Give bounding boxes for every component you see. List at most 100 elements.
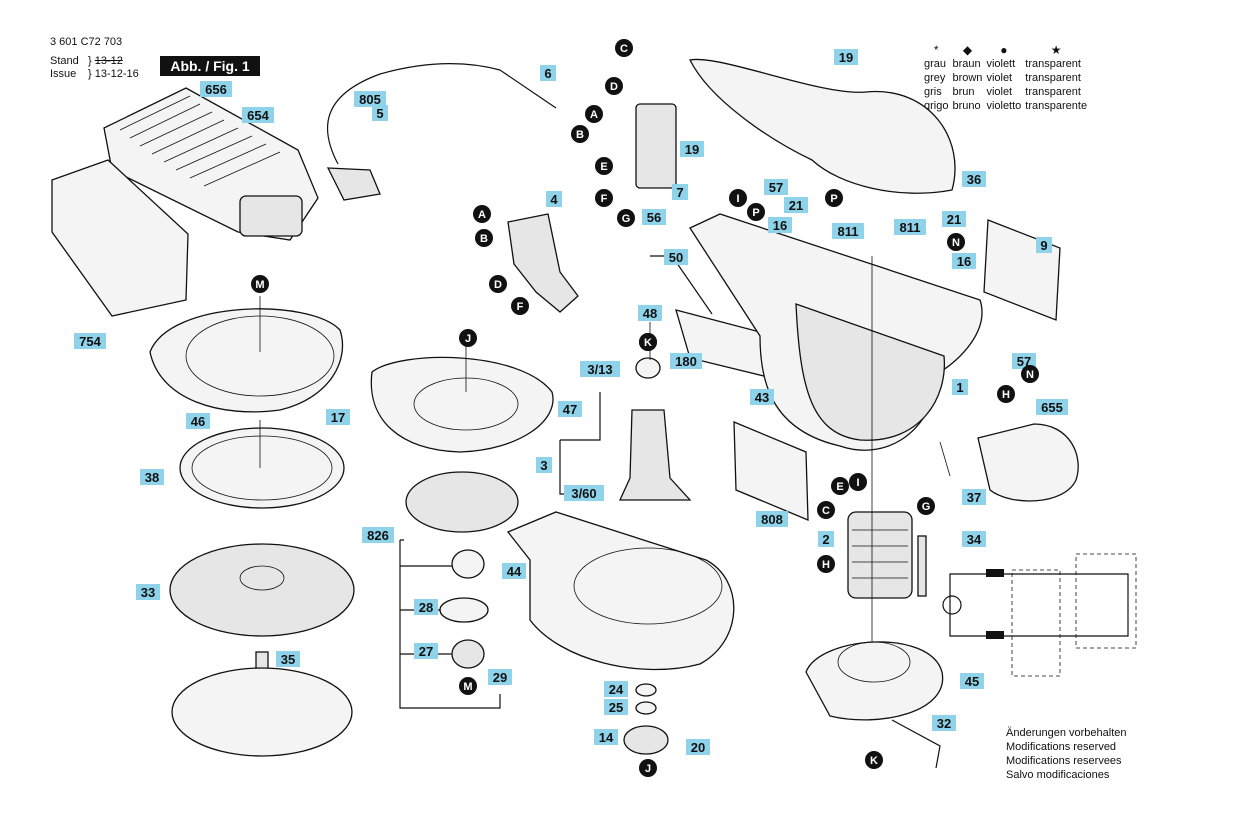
part-number: 43 [755, 390, 769, 405]
tag-background [414, 643, 438, 659]
tag-background [680, 141, 704, 157]
marker-circle [831, 477, 849, 495]
schematic-box [1075, 553, 1137, 649]
tag-background [834, 49, 858, 65]
dust-box-grid [119, 95, 281, 187]
capacitor-drawing [635, 103, 677, 189]
marker-circle [865, 751, 883, 769]
part-number-tag: 14 [594, 729, 618, 745]
marker-circle [1021, 365, 1039, 383]
note-line: Modifications reservees [1006, 755, 1122, 767]
part-number-tag: 47 [558, 401, 582, 417]
shroud-drawing [370, 356, 554, 453]
part-number-tag: 28 [414, 599, 438, 615]
sanding-sheet-drawing [171, 667, 353, 757]
tag-background [200, 81, 232, 97]
note-line: Modifications reserved [1006, 741, 1117, 753]
marker-circle [947, 233, 965, 251]
legend-cell: violet [986, 86, 1013, 98]
tag-background [768, 217, 792, 233]
marker-letter: P [830, 193, 837, 205]
washer-drawing [635, 701, 657, 715]
tag-background [894, 219, 926, 235]
bearing-drawing [451, 549, 485, 579]
marker-letter: J [645, 763, 651, 775]
part-number: 16 [773, 218, 787, 233]
legend-cell: grey [924, 72, 946, 84]
part-number-tag: 3/60 [564, 485, 604, 501]
marker-letter: A [590, 109, 598, 121]
bearing-drawing [623, 725, 669, 755]
lower-housing-ring [573, 547, 723, 625]
tag-background [326, 409, 350, 425]
tag-background [186, 413, 210, 429]
marker-letter: B [480, 233, 488, 245]
part-number: 9 [1040, 238, 1047, 253]
part-number-tag: 56 [642, 209, 666, 225]
legend-cell: violet [986, 72, 1013, 84]
legend-cell: transparent [1025, 86, 1081, 98]
note-line: Salvo modificaciones [1006, 769, 1110, 781]
rear-cap-drawing [977, 423, 1079, 502]
figure-label: Abb. / Fig. 1 [160, 56, 260, 76]
tag-background [502, 563, 526, 579]
part-number: 57 [1017, 354, 1031, 369]
part-number: 37 [967, 490, 981, 505]
wire-marker: I [729, 189, 747, 207]
tag-background [546, 191, 562, 207]
tag-background [952, 379, 968, 395]
part-number-tag: 3/13 [580, 361, 620, 377]
document-number: 3 601 C72 703 [50, 36, 123, 48]
wire-marker: E [595, 157, 613, 175]
wire-markers: ABCDEFGHIJKMNPABDFJKMNHPIECGK [251, 39, 1039, 777]
marker-circle [251, 275, 269, 293]
part-number: 24 [609, 682, 624, 697]
marker-letter: D [610, 81, 618, 93]
tag-background [540, 65, 556, 81]
part-number-tag: 32 [932, 715, 956, 731]
marker-circle [729, 189, 747, 207]
nameplate-drawing [733, 421, 809, 521]
marker-circle [817, 555, 835, 573]
marker-circle [595, 189, 613, 207]
tag-background [952, 253, 976, 269]
part-number-tag: 35 [276, 651, 300, 667]
marker-circle [997, 385, 1015, 403]
inductor-symbol [986, 631, 1004, 639]
wire-marker: B [571, 125, 589, 143]
part-number: 34 [967, 532, 982, 547]
tag-background [564, 485, 604, 501]
tag-background [832, 223, 864, 239]
tag-background [604, 681, 628, 697]
legend-cell: braun [952, 58, 981, 70]
marker-circle [489, 275, 507, 293]
wire-marker: J [639, 759, 657, 777]
part-number-tag: 36 [962, 171, 986, 187]
marker-letter: K [644, 337, 652, 349]
part-number: 32 [937, 716, 951, 731]
tag-background [784, 197, 808, 213]
part-number-tag: 6 [540, 65, 556, 81]
marker-circle [595, 157, 613, 175]
wire-marker: N [1021, 365, 1039, 383]
part-number-tag: 826 [362, 527, 394, 543]
tag-background [638, 305, 662, 321]
legend-cell: grau [924, 58, 947, 70]
part-number: 36 [967, 172, 981, 187]
wire-marker: C [817, 501, 835, 519]
part-number-tag: 654 [242, 107, 274, 123]
legend-cell: gris [924, 86, 942, 98]
tag-background [1036, 237, 1052, 253]
legend-symbol: ★ [1050, 43, 1062, 57]
label-plate-drawing [983, 219, 1061, 321]
part-number-tag: 21 [784, 197, 808, 213]
part-number: 654 [247, 108, 269, 123]
brake-ring-drawing [179, 427, 345, 509]
part-number: 46 [191, 414, 205, 429]
part-number: 57 [769, 180, 783, 195]
part-number: 21 [789, 198, 803, 213]
base-frame-drawing [149, 308, 344, 413]
wiring-schematic [942, 553, 1137, 677]
brace-icon: } [88, 68, 92, 80]
brake-spring-drawing [891, 719, 941, 769]
